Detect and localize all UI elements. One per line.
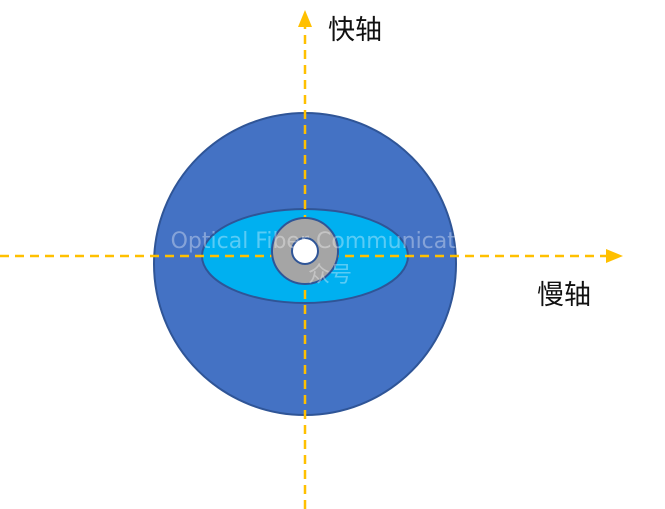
watermark-text-secondary: 众号 bbox=[308, 263, 352, 288]
fiber-core bbox=[291, 237, 319, 265]
slow-axis-arrowhead bbox=[606, 249, 623, 263]
watermark-text: Optical Fiber Communication bbox=[171, 229, 490, 254]
fast-axis-arrowhead bbox=[298, 10, 312, 27]
fast-axis-label: 快轴 bbox=[328, 15, 382, 46]
slow-axis-label: 慢轴 bbox=[537, 280, 591, 311]
